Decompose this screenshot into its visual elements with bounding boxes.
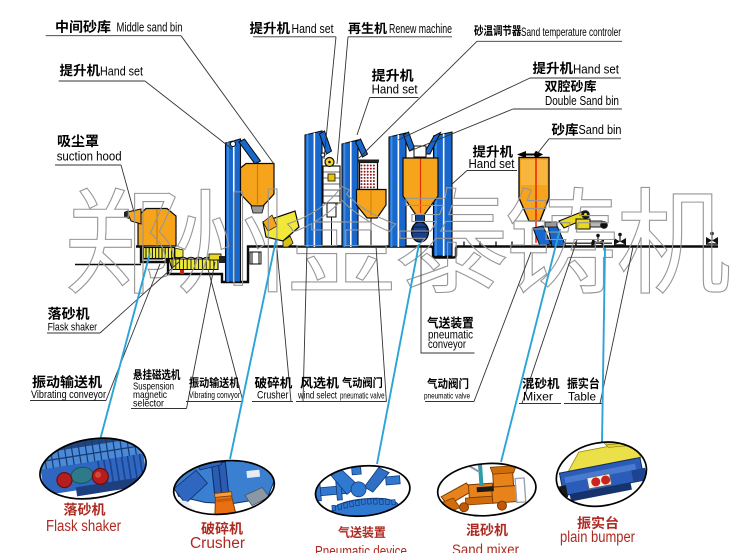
svg-text:Renew machine: Renew machine: [389, 21, 452, 36]
svg-text:Middle sand bin: Middle sand bin: [117, 20, 183, 35]
svg-text:suction hood: suction hood: [57, 148, 122, 163]
svg-text:wind select: wind select: [297, 390, 337, 402]
svg-text:Double Sand bin: Double Sand bin: [545, 93, 619, 108]
svg-text:Table: Table: [568, 390, 596, 404]
svg-text:selector: selector: [133, 398, 164, 410]
svg-text:Crusher: Crusher: [257, 390, 289, 402]
svg-text:Hand set: Hand set: [292, 21, 334, 36]
svg-text:pneumatic: pneumatic: [428, 328, 473, 342]
svg-text:Sand mixer: Sand mixer: [452, 542, 519, 553]
svg-text:Flask shaker: Flask shaker: [46, 518, 121, 535]
svg-text:pneumatic valve: pneumatic valve: [424, 391, 470, 401]
svg-text:Hand set: Hand set: [100, 64, 143, 79]
svg-text:magnetic: magnetic: [133, 389, 167, 401]
svg-text:Vibrating conveyor: Vibrating conveyor: [31, 389, 106, 401]
svg-text:Flask shaker: Flask shaker: [48, 322, 98, 334]
svg-text:Vibrating convyor: Vibrating convyor: [189, 390, 240, 401]
svg-text:conveyor: conveyor: [428, 337, 466, 351]
svg-text:Sand temperature controler: Sand temperature controler: [521, 25, 621, 39]
svg-text:plain bumper: plain bumper: [560, 529, 635, 546]
svg-text:Crusher: Crusher: [190, 535, 245, 552]
svg-text:Sand bin: Sand bin: [579, 122, 622, 137]
svg-text:Hand set: Hand set: [573, 62, 619, 77]
svg-text:Hand set: Hand set: [469, 157, 515, 171]
svg-text:Pneumatic device: Pneumatic device: [315, 543, 407, 553]
svg-text:Mixer: Mixer: [523, 390, 553, 404]
svg-text:Hand set: Hand set: [372, 82, 418, 97]
svg-text:Suspension: Suspension: [133, 381, 174, 393]
svg-text:pneumatic valve: pneumatic valve: [340, 391, 385, 401]
